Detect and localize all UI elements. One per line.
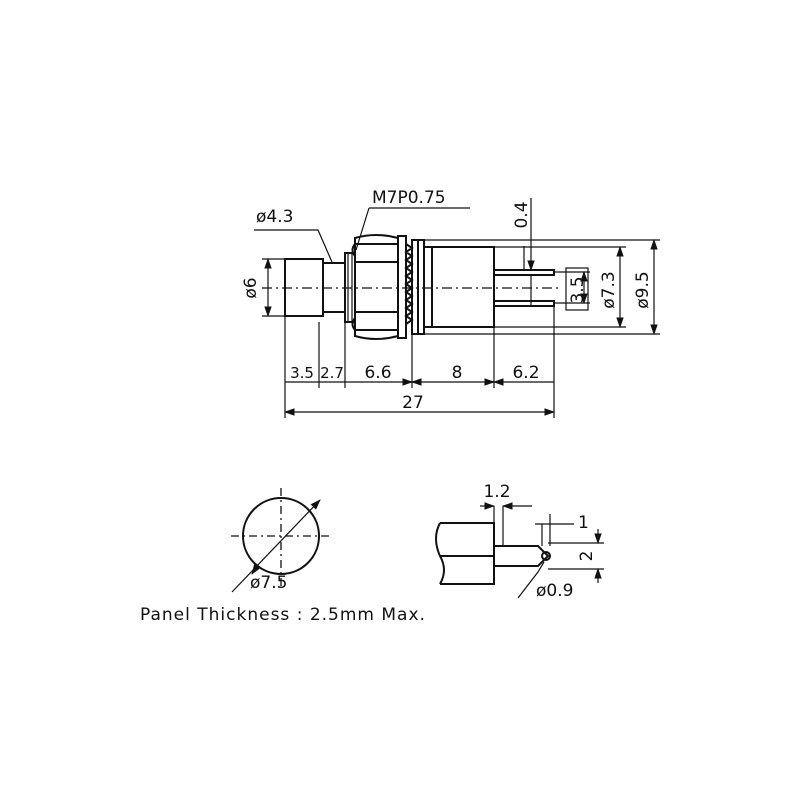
dim-terminal-thickness: 0.4 xyxy=(512,198,535,306)
terminal-eyelet xyxy=(541,551,551,561)
dim-length-chain: 3.5 2.7 6.6 8 6.2 xyxy=(284,306,555,418)
label-len-d: 8 xyxy=(452,363,463,383)
label-panel-hole: ø7.5 xyxy=(250,573,287,593)
dim-thread: M7P0.75 xyxy=(355,188,470,251)
dim-total-length: 27 xyxy=(283,393,556,416)
hex-nut xyxy=(351,234,399,340)
label-terminal-hole: ø0.9 xyxy=(536,581,573,601)
dim-body-inner: ø7.3 xyxy=(494,245,626,329)
label-len-c: 6.6 xyxy=(364,363,391,383)
panel-thickness-note: Panel Thickness : 2.5mm Max. xyxy=(140,605,426,625)
label-len-a: 3.5 xyxy=(290,364,314,382)
label-total-length: 27 xyxy=(402,393,424,413)
label-thread: M7P0.75 xyxy=(372,188,446,208)
dim-cap-diameter: ø4.3 xyxy=(254,207,333,263)
label-len-e: 6.2 xyxy=(512,363,539,383)
label-terminal-tip: 1 xyxy=(578,513,589,533)
panel-hole-view: ø7.5 xyxy=(231,488,332,593)
side-view xyxy=(262,234,562,340)
label-cap-diameter: ø4.3 xyxy=(256,207,293,227)
terminal-detail-view: 1.2 1 2 ø0.9 xyxy=(435,482,604,601)
terminal-pin xyxy=(494,545,550,567)
switch-body xyxy=(423,246,495,328)
label-terminal-height: 2 xyxy=(577,551,597,562)
label-terminal-thickness: 0.4 xyxy=(512,201,532,228)
dim-cap-outer: ø6 xyxy=(241,257,285,318)
label-cap-outer: ø6 xyxy=(241,277,261,298)
dim-body-outer: ø9.5 xyxy=(424,238,660,336)
dim-terminal-spacing: 3.5 xyxy=(554,267,590,311)
label-body-outer: ø9.5 xyxy=(633,271,653,308)
label-terminal-offset: 1.2 xyxy=(483,482,510,502)
label-terminal-spacing: 3.5 xyxy=(568,276,588,303)
label-body-inner: ø7.3 xyxy=(599,271,619,308)
lock-washer xyxy=(397,235,414,339)
label-len-b: 2.7 xyxy=(320,364,344,382)
